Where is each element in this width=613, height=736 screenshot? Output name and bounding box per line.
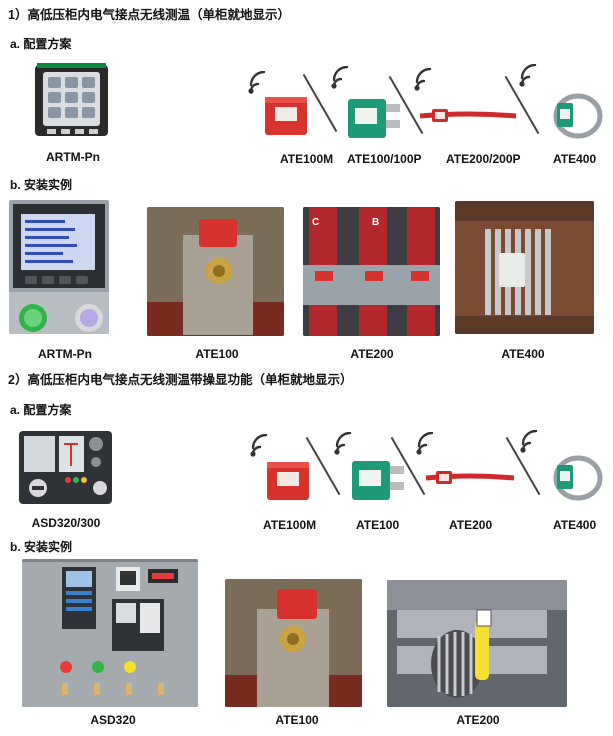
- section1-title: 1）高低压柜内电气接点无线测温（单柜就地显示）: [8, 8, 290, 22]
- wireless-icon: [328, 65, 354, 92]
- caption-ate100-2: ATE100: [356, 518, 400, 532]
- wireless-icon: [411, 67, 437, 94]
- section2-install-label: b. 安装实例: [10, 540, 72, 554]
- section2-config-label: a. 配置方案: [10, 403, 72, 417]
- photo-ate200-installed: C B: [303, 207, 440, 336]
- caption-example-ate100-2: ATE100: [275, 713, 319, 727]
- caption-example-ate400: ATE400: [501, 347, 545, 361]
- phase-b-label: B: [372, 217, 379, 228]
- photo-asd320-installed: [22, 559, 198, 707]
- caption-ate400: ATE400: [553, 152, 597, 166]
- phase-c-label: C: [312, 217, 319, 228]
- caption-example-ate200-2: ATE200: [456, 713, 500, 727]
- caption-ate100m-text: ATE100M: [280, 152, 334, 166]
- ate100-sensor-image: [350, 458, 406, 502]
- wireless-icon: [413, 431, 439, 458]
- ate400-sensor-image: [553, 91, 603, 141]
- asd320-device-image: [18, 430, 113, 505]
- ate200-strap-sensor-image: [424, 463, 516, 493]
- caption-ate200-200p: ATE200/200P: [446, 152, 521, 166]
- section1-config-label: a. 配置方案: [10, 37, 72, 51]
- ate200-strap-sensor-image: [418, 100, 518, 132]
- photo-ate200-installed-2: [387, 580, 567, 707]
- wireless-icon: [245, 70, 271, 97]
- caption-ate200-2: ATE200: [449, 518, 493, 532]
- caption-example-ate100: ATE100: [195, 347, 239, 361]
- photo-ate400-installed: [455, 201, 594, 334]
- caption-ate100m: ATE100M: [280, 150, 333, 168]
- caption-ate400-2: ATE400: [553, 518, 597, 532]
- photo-ate100-installed: [147, 207, 284, 336]
- caption-example-ate200: ATE200: [350, 347, 394, 361]
- section2-title: 2）高低压柜内电气接点无线测温带操显功能（单柜就地显示）: [8, 373, 353, 387]
- section1-install-label: b. 安装实例: [10, 178, 72, 192]
- ate100m-sensor-image: [263, 93, 309, 137]
- ate100-sensor-image: [346, 96, 402, 140]
- artm-pn-device-image: [33, 63, 110, 138]
- caption-artm-pn: ARTM-Pn: [46, 150, 100, 164]
- wireless-icon: [331, 431, 357, 458]
- ate100m-sensor-image: [265, 458, 311, 502]
- caption-ate100m-2: ATE100M: [263, 518, 317, 532]
- caption-ate100-100p: ATE100/100P: [347, 152, 422, 166]
- wireless-icon: [247, 433, 273, 460]
- wireless-icon: [517, 429, 543, 456]
- caption-example-asd320: ASD320: [90, 713, 136, 727]
- photo-artm-pn-installed: [9, 200, 109, 334]
- wireless-icon: [516, 63, 542, 90]
- photo-ate100-installed-2: [225, 579, 362, 707]
- caption-asd320-300: ASD320/300: [31, 516, 101, 530]
- ate400-sensor-image: [553, 453, 603, 503]
- caption-example-artm-pn: ARTM-Pn: [38, 347, 92, 361]
